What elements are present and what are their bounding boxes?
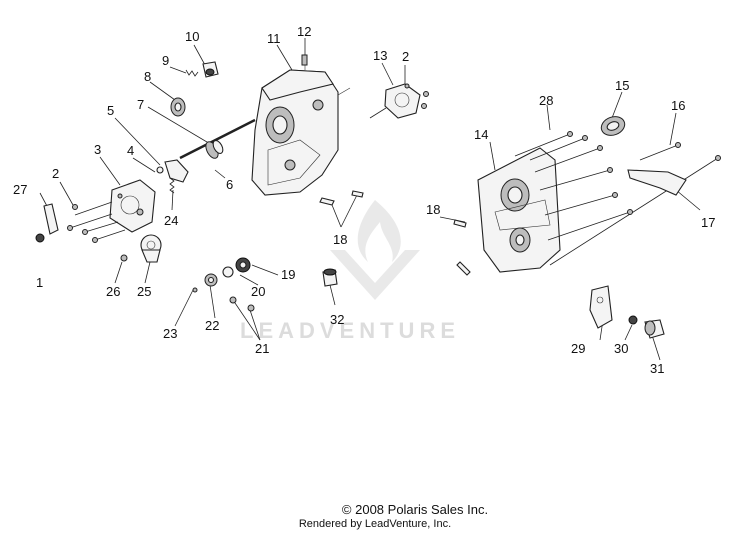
part-16-bolts: [639, 142, 681, 161]
rendered-by-text: Rendered by LeadVenture, Inc.: [298, 518, 452, 530]
left-bolts: [67, 201, 126, 243]
callout-9: 9: [162, 53, 170, 68]
part-9-spring: [185, 69, 199, 77]
part-3-cover: [109, 179, 156, 233]
part-11-housing: [251, 56, 351, 196]
callout-28: 28: [539, 93, 554, 108]
callout-26: 26: [106, 284, 121, 299]
callout-2: 2: [52, 166, 60, 181]
callout-27: 27: [13, 182, 28, 197]
part-8-seal-inner: [174, 102, 182, 112]
callout-8: 8: [144, 69, 152, 84]
callout-1: 1: [36, 275, 44, 290]
part-26-pin: [120, 254, 128, 262]
part-31-knob: [644, 319, 665, 339]
part-29-bracket: [589, 285, 613, 329]
part-17-bracket: [627, 169, 687, 196]
part-28-bolts: [514, 131, 721, 266]
part-30-nut: [628, 315, 638, 325]
callout-21: 21: [255, 341, 270, 356]
part-18-pins-center: [319, 190, 364, 206]
leader-lines: [39, 38, 701, 361]
part-19-gear: [235, 257, 251, 273]
callout-2b: 2: [402, 49, 410, 64]
part-10-cap: [202, 61, 219, 78]
part-21-nut-b: [247, 304, 255, 312]
callout-5: 5: [107, 103, 115, 118]
part-4-washer: [156, 166, 164, 174]
callout-6: 6: [226, 177, 234, 192]
watermark-logo: [330, 200, 420, 300]
callout-17: 17: [701, 215, 716, 230]
part-15-bearing: [600, 116, 626, 136]
callout-18-right: 18: [426, 202, 441, 217]
part-6-shaft: [179, 118, 256, 160]
callout-29: 29: [571, 341, 586, 356]
callout-7: 7: [137, 97, 145, 112]
callout-31: 31: [650, 361, 665, 376]
part-12-pin: [301, 54, 308, 66]
part-22-gear: [204, 273, 218, 287]
part-25-actuator: [140, 234, 162, 263]
part-21-nut-a: [229, 296, 237, 304]
part-23-pin: [192, 287, 198, 293]
callout-16: 16: [671, 98, 686, 113]
callout-32: 32: [330, 312, 345, 327]
part-32-cap: [322, 268, 338, 287]
part-20-washer: [222, 266, 234, 278]
part-27-bracket: [35, 203, 59, 243]
callout-3: 3: [94, 142, 102, 157]
callout-20: 20: [251, 284, 266, 299]
callout-24: 24: [164, 213, 179, 228]
part-24-spring: [169, 177, 175, 194]
callout-25: 25: [137, 284, 152, 299]
callout-12: 12: [297, 24, 312, 39]
copyright-text: © 2008 Polaris Sales Inc.: [341, 502, 489, 517]
callout-13: 13: [373, 48, 388, 63]
callout-23: 23: [163, 326, 178, 341]
callout-15: 15: [615, 78, 630, 93]
part-5-lever: [164, 159, 189, 183]
callout-19: 19: [281, 267, 296, 282]
part-13-cover: [369, 83, 429, 119]
part-14-housing: [477, 147, 561, 273]
part-18-pins-right: [453, 219, 471, 276]
callout-30: 30: [614, 341, 629, 356]
callout-22: 22: [205, 318, 220, 333]
callout-10: 10: [185, 29, 200, 44]
callout-18-center: 18: [333, 232, 348, 247]
callout-11: 11: [267, 31, 281, 46]
callout-4: 4: [127, 143, 135, 158]
watermark-text: LEADVENTURE: [240, 318, 461, 343]
callout-14: 14: [474, 127, 489, 142]
